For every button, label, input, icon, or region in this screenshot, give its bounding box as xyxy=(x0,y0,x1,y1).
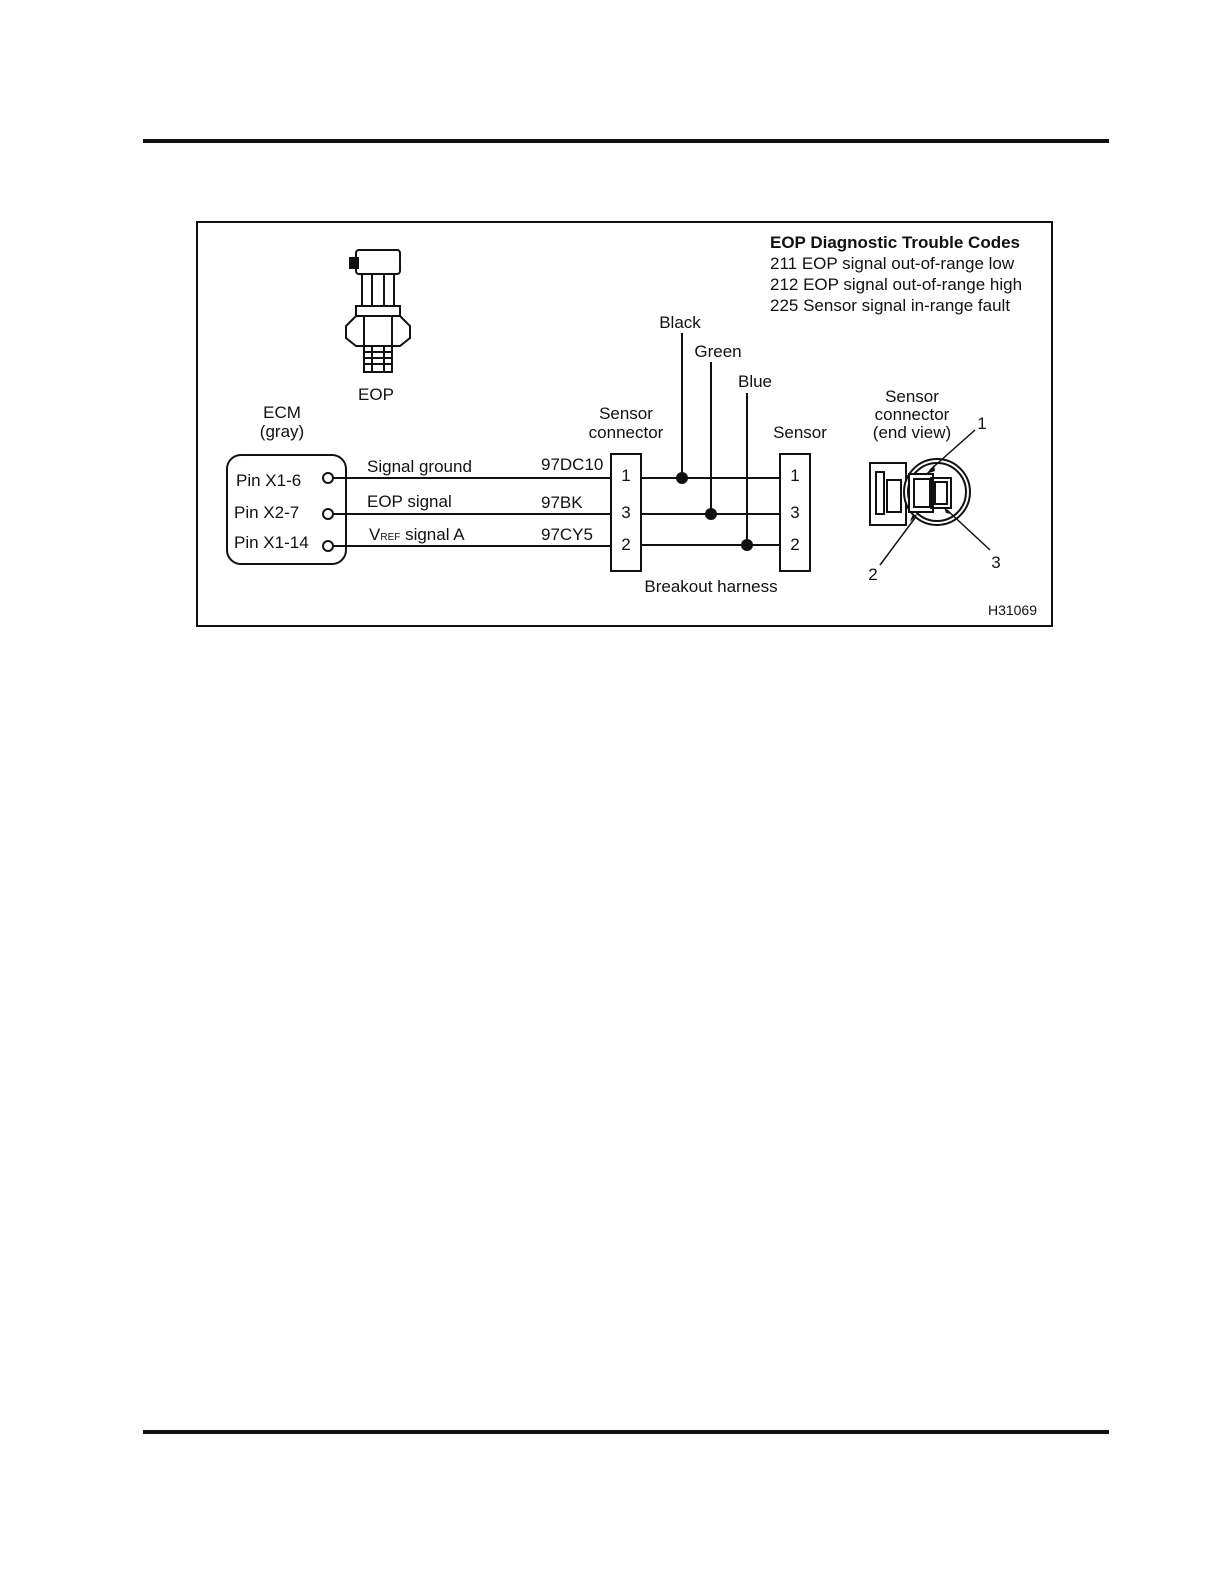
vref-signal-label: VREF signal A xyxy=(369,525,465,544)
circuit-97bk: 97BK xyxy=(541,493,583,512)
eop-signal-label: EOP signal xyxy=(367,492,452,511)
figure-id: H31069 xyxy=(988,602,1037,618)
end-view-callout-3: 3 xyxy=(991,553,1000,572)
callout-arrow-1 xyxy=(926,465,935,474)
harness-wires xyxy=(333,477,611,547)
sensor-connector-label: Sensor xyxy=(599,404,653,423)
breakout-wires xyxy=(641,333,780,546)
signal-ground-label: Signal ground xyxy=(367,457,472,476)
end-view-callout-lines xyxy=(879,429,991,566)
ecm-pin-x1-6: Pin X1-6 xyxy=(236,471,301,490)
ecm-pin-terminal-3 xyxy=(322,540,334,552)
black-splice-dot xyxy=(676,472,688,484)
wire-color-black: Black xyxy=(659,313,701,332)
bottom-rule xyxy=(143,1430,1109,1434)
sensor-connector-box xyxy=(610,453,642,572)
ecm-pin-terminal-1 xyxy=(322,472,334,484)
sensor-pin-2: 2 xyxy=(790,535,799,554)
sensor-pin-3: 3 xyxy=(790,503,799,522)
sensor-connector-pin-2: 2 xyxy=(621,535,630,554)
ecm-box xyxy=(226,454,347,565)
sensor-connector-pin-3: 3 xyxy=(621,503,630,522)
end-view-callout-2: 2 xyxy=(868,565,877,584)
circuit-97cy5: 97CY5 xyxy=(541,525,593,544)
ecm-sublabel: (gray) xyxy=(260,422,304,441)
circuit-97dc10: 97DC10 xyxy=(541,455,603,474)
blue-splice-dot xyxy=(741,539,753,551)
breakout-harness-label: Breakout harness xyxy=(644,577,777,596)
green-splice-dot xyxy=(705,508,717,520)
end-view-callout-1: 1 xyxy=(977,414,986,433)
wire-color-blue: Blue xyxy=(738,372,772,391)
callout-arrow-2 xyxy=(910,514,918,522)
end-view-label: Sensor xyxy=(885,387,939,406)
ecm-pin-x2-7: Pin X2-7 xyxy=(234,503,299,522)
dtc-title: EOP Diagnostic Trouble Codes xyxy=(770,233,1020,252)
callout-arrow-3 xyxy=(944,507,952,514)
ecm-pin-x1-14: Pin X1-14 xyxy=(234,533,309,552)
end-view-label-3: (end view) xyxy=(873,423,951,442)
eop-sensor-icon xyxy=(345,249,411,373)
sensor-label: Sensor xyxy=(773,423,827,442)
end-view-label-2: connector xyxy=(875,405,950,424)
eop-label: EOP xyxy=(358,385,394,404)
dtc-code-211: 211 EOP signal out-of-range low xyxy=(770,254,1015,273)
dtc-code-212: 212 EOP signal out-of-range high xyxy=(770,275,1022,294)
ecm-pin-terminal-2 xyxy=(322,508,334,520)
sensor-box xyxy=(779,453,811,572)
wire-color-green: Green xyxy=(694,342,741,361)
sensor-connector-pin-1: 1 xyxy=(621,466,630,485)
diagram-frame xyxy=(196,221,1053,627)
dtc-panel: EOP Diagnostic Trouble Codes 211 EOP sig… xyxy=(770,233,1022,315)
sensor-connector-sublabel: connector xyxy=(589,423,664,442)
sensor-pin-1: 1 xyxy=(790,466,799,485)
connector-end-view-icon xyxy=(869,458,971,526)
ecm-label: ECM xyxy=(263,403,301,422)
dtc-code-225: 225 Sensor signal in-range fault xyxy=(770,296,1010,315)
top-rule xyxy=(143,139,1109,143)
